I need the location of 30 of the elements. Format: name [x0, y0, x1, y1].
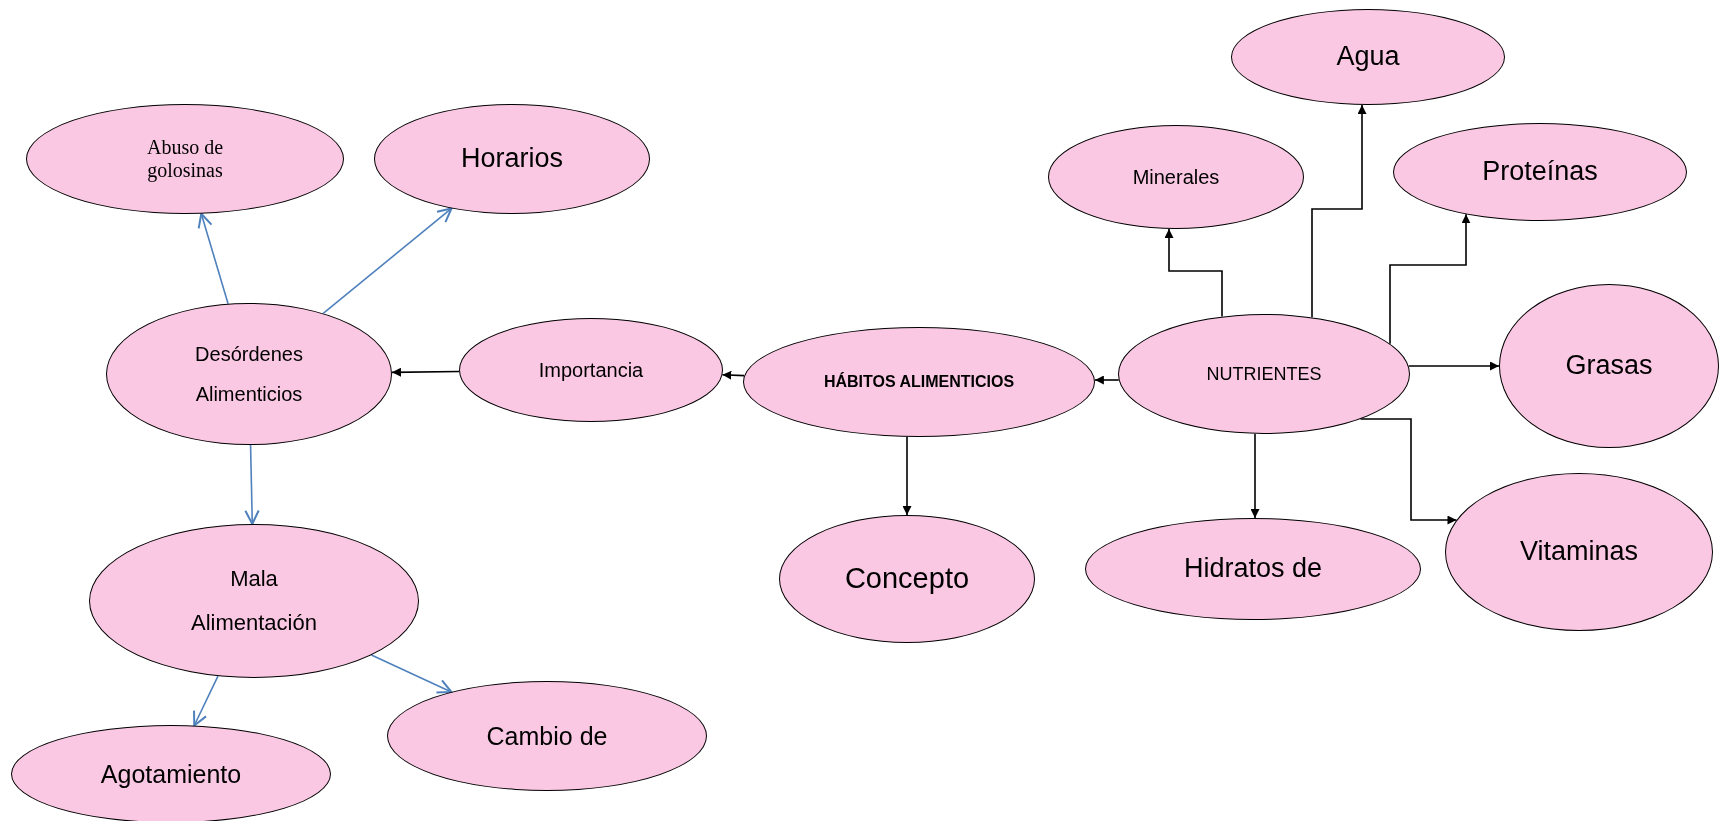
arrow [1389, 213, 1471, 345]
arrow [391, 367, 460, 377]
node-label: Importancia [538, 358, 644, 382]
arrow [1407, 361, 1500, 371]
node-label: Abuso de golosinas [145, 136, 225, 182]
node-label: Mala Alimentación [190, 565, 318, 637]
arrow [1164, 228, 1223, 318]
node-label: Desórdenes Alimenticios [194, 342, 304, 407]
node-label: HÁBITOS ALIMENTICIOS [823, 371, 1015, 392]
node-label: Cambio de [486, 721, 608, 751]
node-label: Hidratos de [1183, 553, 1323, 585]
node-label: Agotamiento [100, 759, 242, 789]
arrow [244, 444, 260, 525]
node-label: NUTRIENTES [1206, 363, 1322, 385]
arrow [197, 212, 229, 305]
arrow [322, 207, 453, 315]
node-label: Horarios [461, 143, 563, 175]
node-label: Proteínas [1482, 156, 1598, 188]
node-label: Concepto [844, 562, 970, 596]
node-label: Grasas [1565, 350, 1653, 382]
arrow [1094, 375, 1120, 385]
arrow [1250, 433, 1260, 519]
arrow [902, 436, 912, 516]
node-label: Agua [1336, 41, 1400, 73]
node-label: Minerales [1132, 165, 1220, 189]
arrow [370, 654, 453, 694]
arrow [1311, 104, 1367, 319]
node-label: Vitaminas [1519, 536, 1639, 568]
arrow [1359, 418, 1458, 525]
arrow [721, 370, 745, 380]
